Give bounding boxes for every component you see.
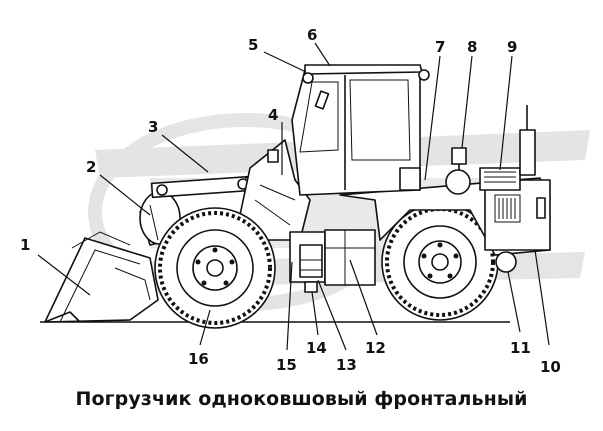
- callout-leaders: [37, 42, 550, 351]
- leader-13: [317, 279, 347, 351]
- cab: [291, 64, 430, 196]
- leader-8: [461, 55, 473, 149]
- callout-5: 5: [248, 36, 258, 54]
- callout-10: 10: [540, 358, 561, 376]
- rear-wheel: [381, 203, 499, 321]
- callout-16: 16: [188, 350, 209, 368]
- bucket: [44, 231, 159, 323]
- articulation-joint: [289, 229, 376, 293]
- callout-14: 14: [306, 339, 327, 357]
- callout-15: 15: [276, 356, 297, 374]
- callout-12: 12: [365, 339, 386, 357]
- callout-13: 13: [336, 356, 357, 374]
- engine-hood: [445, 105, 536, 195]
- leader-9: [499, 55, 513, 171]
- leader-11: [507, 271, 521, 333]
- callout-4: 4: [268, 106, 278, 124]
- callout-2: 2: [86, 158, 96, 176]
- leader-2: [99, 174, 151, 216]
- callout-1: 1: [20, 236, 30, 254]
- leader-6: [314, 42, 331, 67]
- callout-9: 9: [507, 38, 517, 56]
- callout-11: 11: [510, 339, 531, 357]
- rear-body: [339, 177, 551, 273]
- callout-7: 7: [435, 38, 445, 56]
- leader-3: [161, 134, 209, 173]
- leader-1: [37, 254, 91, 296]
- leader-5: [263, 51, 307, 73]
- callout-labels: 1 2 3 4 5 6 7 8 9 10 11 12 13 14 15 16: [20, 26, 561, 376]
- leader-12: [349, 259, 378, 336]
- leader-15: [286, 261, 293, 351]
- leader-10: [534, 249, 550, 346]
- leader-14: [311, 291, 319, 336]
- figure-caption: Погрузчик одноковшовый фронтальный: [75, 388, 528, 410]
- leader-16: [199, 309, 211, 346]
- front-wheel: [154, 207, 276, 329]
- callout-6: 6: [307, 26, 317, 44]
- callout-3: 3: [148, 118, 158, 136]
- callout-8: 8: [467, 38, 477, 56]
- leader-7: [424, 55, 441, 181]
